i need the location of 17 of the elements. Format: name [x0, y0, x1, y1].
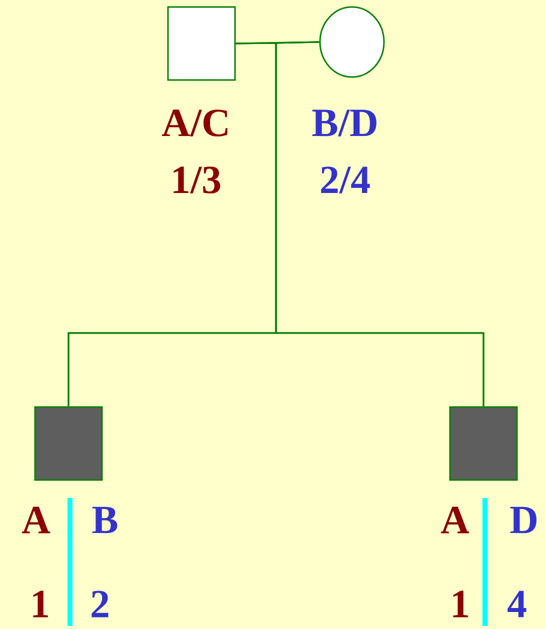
pedigree-line: [275, 41, 484, 406]
allele-label: A/C: [162, 110, 228, 136]
pedigree-square: [449, 406, 518, 481]
allele-label: A: [440, 506, 470, 534]
allele-label: 1: [33, 590, 48, 618]
allele-label: 1: [453, 590, 468, 618]
allele-label: A: [22, 506, 50, 534]
pedigree-square: [34, 406, 103, 481]
allele-label: D: [510, 506, 536, 534]
allele-label: 2: [92, 590, 108, 618]
allele-label: B: [92, 506, 118, 534]
allele-label: 4: [508, 590, 526, 618]
pedigree-circle: [319, 6, 385, 78]
pedigree-square: [167, 6, 236, 81]
allele-label: B/D: [312, 110, 376, 136]
allele-label: 2/4: [321, 166, 370, 194]
allele-label: 1/3: [174, 166, 220, 194]
